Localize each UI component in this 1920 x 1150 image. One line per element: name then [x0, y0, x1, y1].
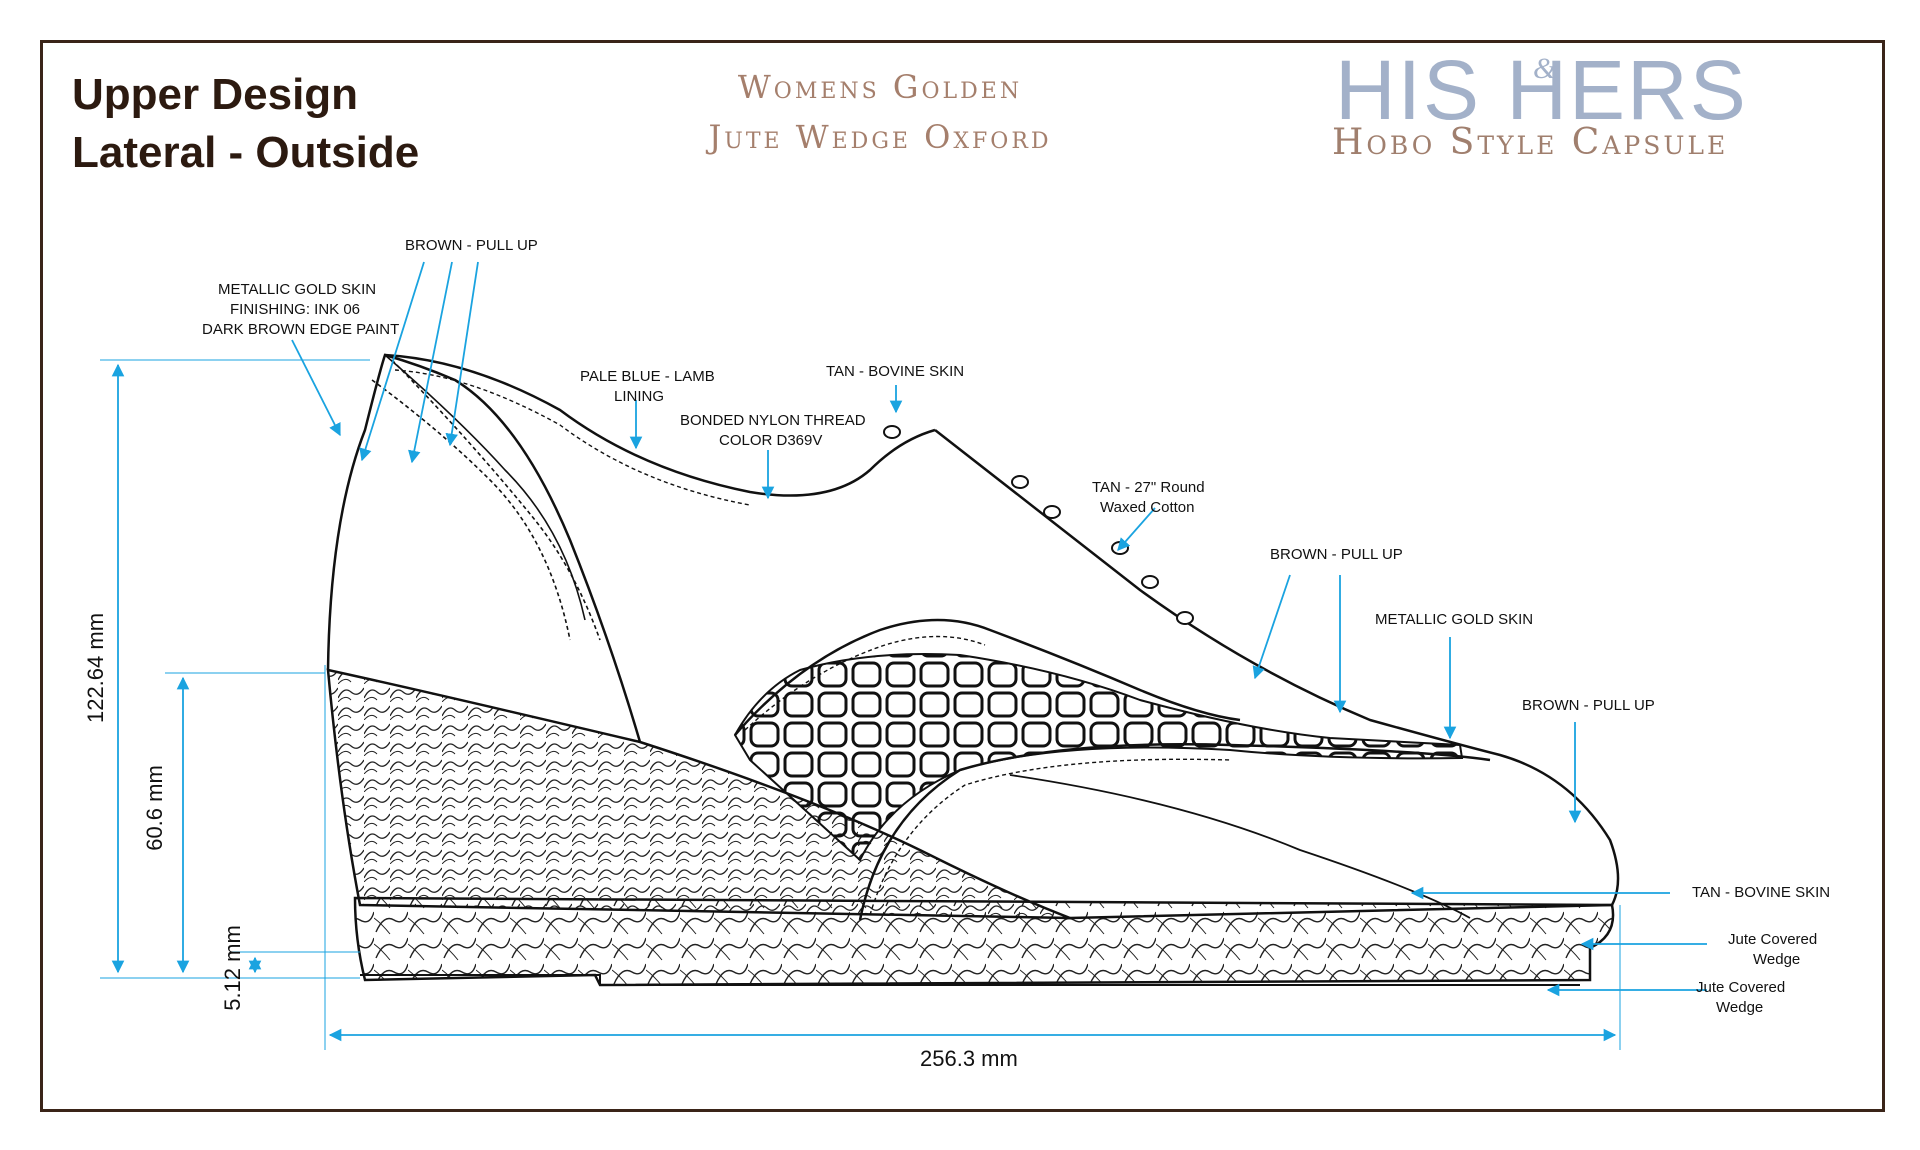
dimension-lines: [100, 359, 1621, 1050]
lace-eyelets: [883, 425, 1194, 625]
callout-tan-bovine-upper: TAN - BOVINE SKIN: [826, 363, 965, 380]
section-title: Upper Design: [72, 70, 359, 119]
callout-lace-line2: Waxed Cotton: [1100, 499, 1195, 516]
callout-brown-pull-up-heel: BROWN - PULL UP: [405, 237, 538, 254]
dimension-wedge-height: 60.6 mm: [142, 765, 167, 851]
diagram-frame: [40, 40, 1885, 1112]
callout-jute-wedge-1-line2: Wedge: [1753, 951, 1801, 968]
dimension-total-height: 122.64 mm: [83, 612, 108, 724]
callout-tan-bovine-toe: TAN - BOVINE SKIN: [1692, 884, 1831, 901]
callout-finishing: FINISHING: INK 06: [230, 301, 361, 318]
callout-thread-line2: COLOR D369V: [719, 432, 823, 449]
brand-logo-ampersand: &: [1533, 52, 1557, 85]
callout-jute-wedge-2-line2: Wedge: [1716, 999, 1764, 1016]
callout-lining-line1: PALE BLUE - LAMB: [580, 368, 715, 385]
section-subtitle: Lateral - Outside: [72, 128, 420, 177]
metallic-gold-croc-panel: [733, 653, 1464, 862]
callout-lace-line1: TAN - 27" Round: [1092, 479, 1205, 496]
callout-metallic-gold-heel: METALLIC GOLD SKIN: [218, 281, 377, 298]
callout-lining-line2: LINING: [614, 388, 665, 405]
product-title-line2: Jute Wedge Oxford: [708, 118, 1052, 156]
shoe-upper-quarter: [326, 353, 936, 743]
product-title-line1: Womens Golden: [737, 68, 1023, 106]
outsole: [353, 896, 1615, 987]
dimension-sole-height: 5.12 mm: [220, 925, 245, 1011]
callout-metallic-gold-vamp: METALLIC GOLD SKIN: [1375, 611, 1534, 628]
callout-edge-paint: DARK BROWN EDGE PAINT: [202, 321, 400, 338]
callout-brown-pull-up-toe: BROWN - PULL UP: [1522, 697, 1655, 714]
callout-thread-line1: BONDED NYLON THREAD: [680, 412, 866, 429]
brand-collection-name: Hobo Style Capsule: [1332, 122, 1729, 163]
callout-jute-wedge-1-line1: Jute Covered: [1728, 931, 1818, 948]
brand-logo-his-hers: HIS HERS: [1335, 43, 1748, 137]
dimension-length: 256.3 mm: [920, 1046, 1018, 1071]
callout-arrows: [291, 261, 1707, 997]
callout-jute-wedge-2-line1: Jute Covered: [1696, 979, 1786, 996]
callout-brown-pull-up-vamp: BROWN - PULL UP: [1270, 546, 1403, 563]
